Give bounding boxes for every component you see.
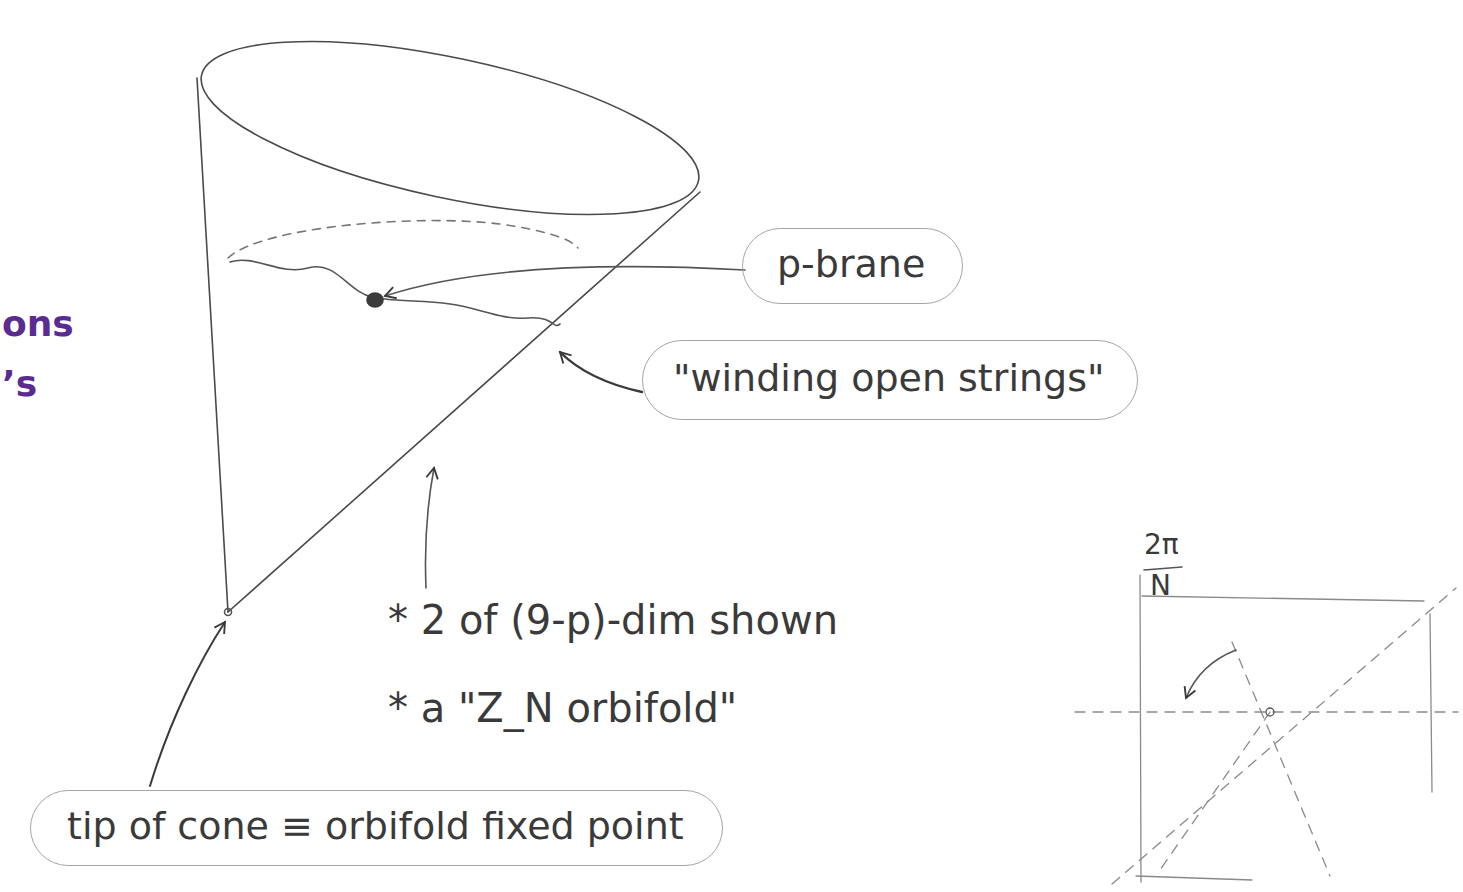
angle-label: 2π xyxy=(1144,530,1179,561)
speech-bubble: p-brane xyxy=(742,228,963,304)
leader-arrow xyxy=(425,468,434,588)
orbifold-sketch xyxy=(1075,567,1458,884)
bubble-text: p-brane xyxy=(777,243,928,287)
cone-side xyxy=(197,78,228,612)
sketch-axis xyxy=(1232,642,1330,876)
cone-tip xyxy=(225,609,232,616)
leader-arrow xyxy=(385,267,745,296)
leader-arrow xyxy=(560,352,642,392)
bubble-text: "winding open strings" xyxy=(673,357,1107,401)
bubble-text: tip of cone ≡ orbifold fixed point xyxy=(67,805,686,849)
sketch-axis xyxy=(1160,712,1270,870)
brane-dot xyxy=(367,293,383,307)
fraction-bar xyxy=(1144,567,1182,570)
speech-bubble: "winding open strings" xyxy=(642,340,1138,420)
cone-side xyxy=(228,192,700,612)
note-text: * 2 of (9-p)-dim shown xyxy=(388,598,838,642)
angle-label: N xyxy=(1150,571,1171,602)
cone-rim xyxy=(187,7,713,250)
sketch-axis xyxy=(1112,588,1456,884)
sketch-line xyxy=(1430,614,1432,792)
sketch-line xyxy=(1140,575,1141,882)
sketch-line xyxy=(1142,596,1424,601)
leader-arrow xyxy=(150,622,225,786)
brane-back xyxy=(228,221,578,258)
slide-fragment: ons xyxy=(2,304,74,344)
fixed-point xyxy=(1266,708,1274,716)
note-text: * a "Z_N orbifold" xyxy=(388,686,737,730)
speech-bubble: tip of cone ≡ orbifold fixed point xyxy=(30,790,723,866)
sketch-line xyxy=(1136,876,1252,880)
rotation-arrow xyxy=(1186,650,1236,698)
slide-fragment: ’s xyxy=(2,364,37,404)
